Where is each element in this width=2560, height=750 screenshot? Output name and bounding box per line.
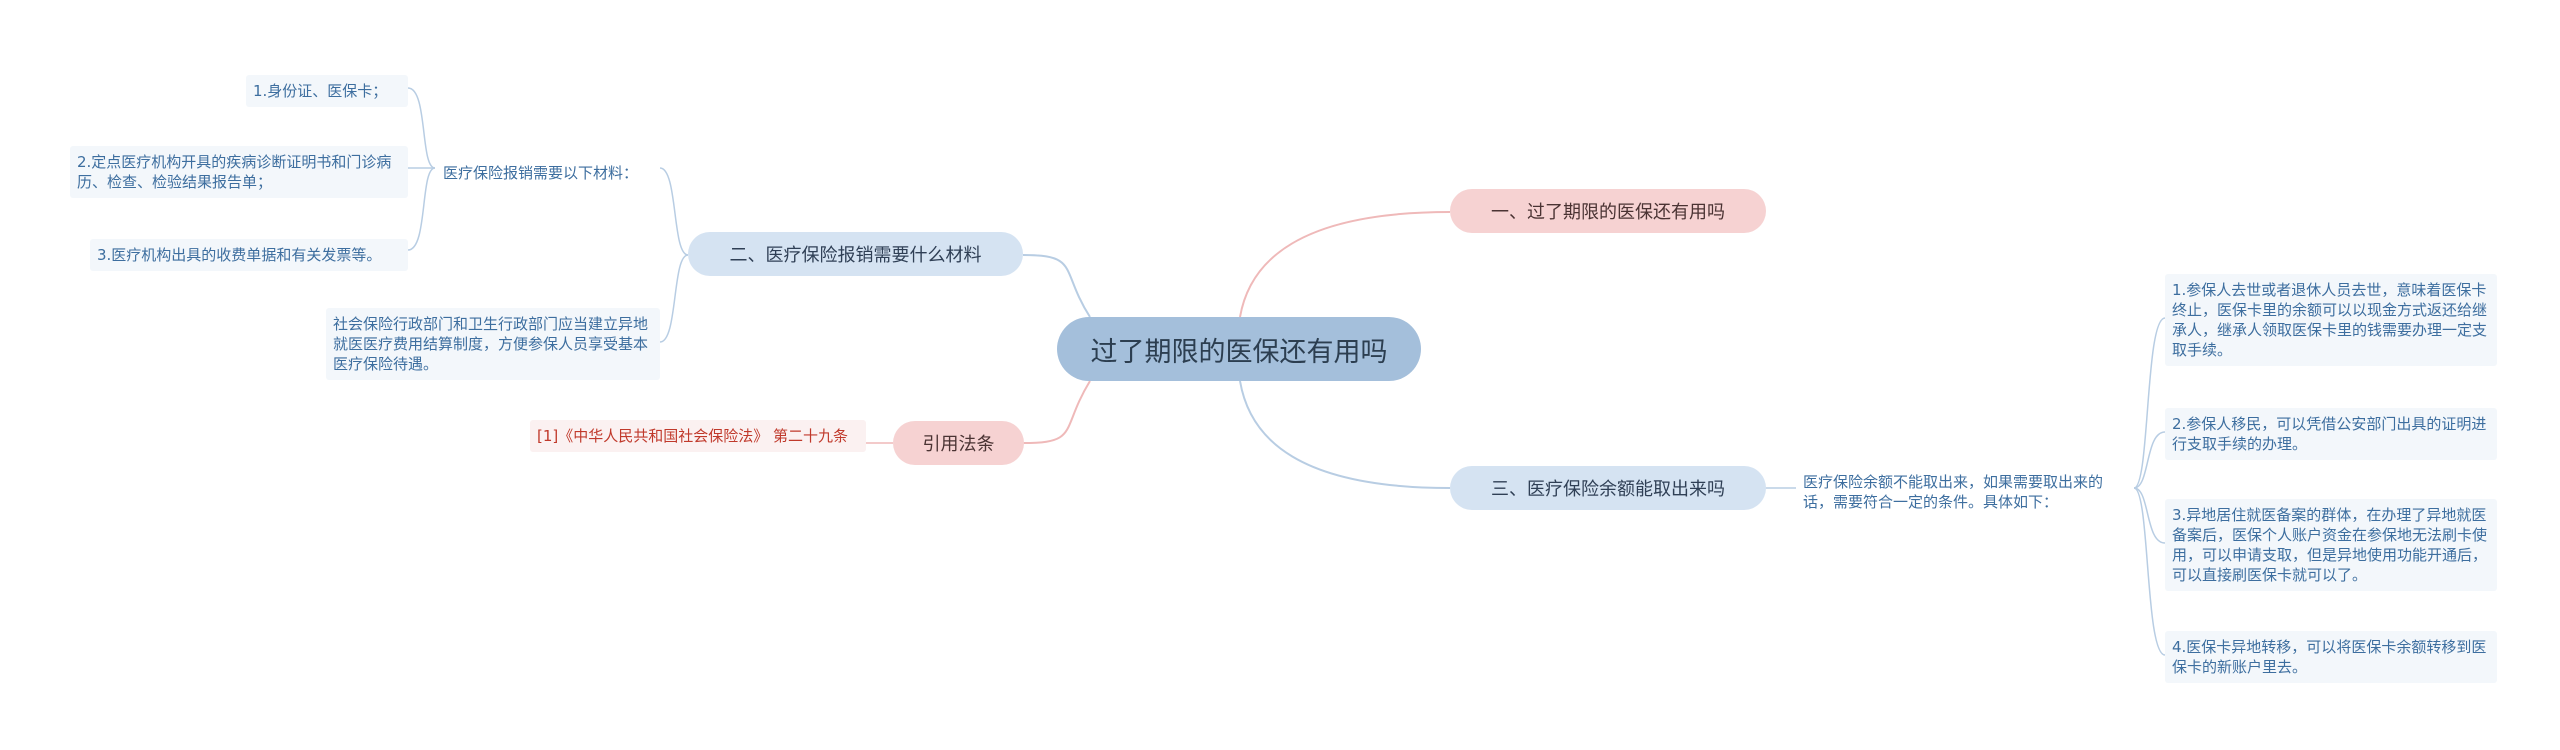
link-root-branch2 [1022,254,1091,318]
balance-item-1[interactable]: 1.参保人去世或者退休人员去世，意味着医保卡终止，医保卡里的余额可以以现金方式返… [2165,274,2497,366]
link-intro-item2 [2133,431,2166,489]
link-root-branch3 [1239,380,1451,489]
material-item-1[interactable]: 1.身份证、医保卡； [246,75,408,107]
link-root-branch4 [1022,380,1091,444]
branch-2-topic[interactable]: 二、医疗保险报销需要什么材料 [688,232,1023,276]
link-materials-item1 [407,87,436,169]
root-topic[interactable]: 过了期限的医保还有用吗 [1057,317,1421,381]
balance-item-2[interactable]: 2.参保人移民，可以凭借公安部门出具的证明进行支取手续的办理。 [2165,408,2497,460]
branch-1-topic[interactable]: 一、过了期限的医保还有用吗 [1450,189,1766,233]
note-node[interactable]: 社会保险行政部门和卫生行政部门应当建立异地就医医疗费用结算制度，方便参保人员享受… [326,308,660,380]
link-intro-item4 [2133,487,2166,656]
link-intro-item1 [2133,317,2166,489]
balance-intro-node[interactable]: 医疗保险余额不能取出来，如果需要取出来的话，需要符合一定的条件。具体如下： [1803,473,2104,511]
link-intro-item3 [2133,487,2166,544]
balance-item-4[interactable]: 4.医保卡异地转移，可以将医保卡余额转移到医保卡的新账户里去。 [2165,631,2497,683]
link-branch2-note [659,254,689,343]
balance-item-3[interactable]: 3.异地居住就医备案的群体，在办理了异地就医备案后，医保个人账户资金在参保地无法… [2165,499,2497,591]
link-root-branch1 [1239,211,1451,318]
branch-4-topic[interactable]: 引用法条 [893,421,1024,465]
branch-3-topic[interactable]: 三、医疗保险余额能取出来吗 [1450,466,1766,510]
link-materials-item3 [407,167,436,251]
link-branch2-materials [659,167,689,256]
materials-node[interactable]: 医疗保险报销需要以下材料： [443,164,639,182]
material-item-3[interactable]: 3.医疗机构出具的收费单据和有关发票等。 [90,239,408,271]
material-item-2[interactable]: 2.定点医疗机构开具的疾病诊断证明书和门诊病历、检查、检验结果报告单； [70,146,408,198]
law-reference-node[interactable]: [1]《中华人民共和国社会保险法》 第二十九条 [530,420,866,452]
